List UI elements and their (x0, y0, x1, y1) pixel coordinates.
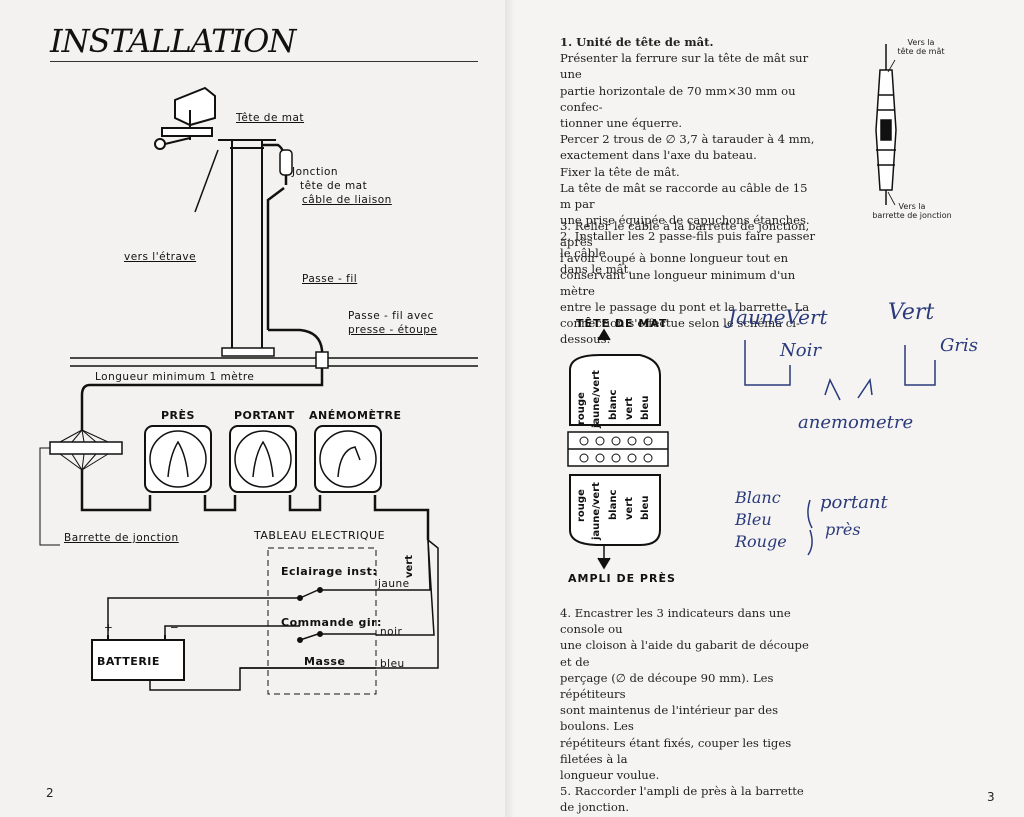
label-commande: Commande gir: (281, 616, 382, 629)
step4-block: 4. Encastrer les 3 indicateurs dans une … (560, 605, 820, 816)
label-eclairage: Eclairage inst: (281, 565, 378, 578)
label-passe-fil-avec-1: Passe - fil avec (348, 310, 434, 322)
step3-block: 3. Relier le câble à la barrette de jonc… (560, 218, 820, 348)
step1-line: La tête de mât se raccorde au câble de 1… (560, 180, 808, 212)
step3-line: l'avoir coupé à bonne longueur tout en (560, 251, 789, 266)
step1-block: 1. Unité de tête de mât. Présenter la fe… (560, 34, 820, 277)
label-plus: + (104, 622, 114, 634)
label-passe-fil-avec-2: presse - étoupe (348, 324, 438, 336)
hand-gris: Gris (940, 335, 978, 356)
step2-line: 2. Installer les 2 passe-fils puis faire… (560, 229, 816, 260)
connector-top-title: TÊTE DE MAT (576, 317, 668, 330)
page-number-right: 3 (987, 790, 995, 804)
hand-bleu: Bleu (735, 510, 772, 529)
label-pres: PRÈS (161, 409, 195, 422)
step3-line: 3. Relier le câble à la barrette de jonc… (560, 219, 810, 250)
step4-line: répétiteurs étant fixés, couper les tige… (560, 735, 792, 766)
step5-line: 5. Raccorder l'ampli de près à la barret… (560, 784, 804, 799)
hand-anemometre: anemometre (798, 412, 914, 433)
step3-line: conservant une longueur minimum d'un mèt… (560, 267, 796, 298)
step1-line: Présenter la ferrure sur la tête de mât … (560, 51, 809, 82)
step4-line: sont maintenus de l'intérieur par des bo… (560, 703, 779, 734)
page-number-left: 2 (46, 786, 54, 800)
anemometre-gauge (314, 425, 382, 493)
hand-pres: près (825, 520, 861, 539)
step1-line: partie horizontale de 70 mm×30 mm ou con… (560, 83, 796, 114)
hand-blanc: Blanc (735, 488, 781, 507)
step1-title: 1. Unité de tête de mât. (560, 35, 714, 49)
label-barrette: Barrette de jonction (64, 532, 179, 544)
step4-line: longueur voulue. (560, 768, 660, 783)
label-bleu: bleu (380, 658, 405, 670)
hand-vert: Vert (888, 300, 935, 325)
label-jaune: jaune (378, 578, 410, 590)
step1-line: Fixer la tête de mât. (560, 164, 680, 179)
label-tableau: TABLEAU ELECTRIQUE (254, 529, 386, 542)
pres-gauge (144, 425, 212, 493)
left-page (0, 0, 510, 817)
cable-bottom-label: Vers la barrette de jonction (872, 202, 952, 220)
step2-line: dans le mât. (560, 261, 632, 276)
step1-line: une prise équipée de capuchons étanches. (560, 213, 810, 228)
label-jonction-3: câble de liaison (302, 194, 392, 206)
step1-line: tionner une équerre. (560, 116, 683, 131)
hand-noir: Noir (780, 340, 821, 361)
cable-top-label: Vers la tête de mât (897, 38, 945, 56)
label-tete-de-mat: Tête de mat (236, 112, 305, 124)
label-anemometre: ANÉMOMÈTRE (309, 409, 402, 422)
title-rule (50, 61, 478, 62)
step3-line: connection s'effectue selon le schéma ci… (560, 316, 800, 347)
label-jonction-2: tête de mat (300, 180, 368, 192)
label-vers-etrave: vers l'étrave (124, 251, 197, 263)
hand-rouge: Rouge (735, 532, 787, 551)
step1-line: exactement dans l'axe du bateau. (560, 148, 757, 163)
masthead-bracket (161, 127, 213, 137)
connector-bottom-title: AMPLI DE PRÈS (568, 572, 676, 585)
hand-jaune-vert: JauneVert (728, 305, 828, 329)
label-longueur: Longueur minimum 1 mètre (95, 371, 255, 383)
label-masse: Masse (304, 655, 346, 668)
portant-gauge (229, 425, 297, 493)
step4-line: 4. Encastrer les 3 indicateurs dans une … (560, 606, 791, 637)
page-gutter (505, 0, 515, 817)
label-batterie: BATTERIE (97, 655, 160, 668)
step5-line: de jonction. (560, 800, 630, 815)
label-minus: − (170, 622, 180, 634)
label-noir: noir (380, 626, 403, 638)
step4-line: perçage (∅ de découpe 90 mm). Les répéti… (560, 670, 774, 702)
hand-portant: portant (820, 492, 888, 513)
step3-line: entre le passage du pont et la barrette.… (560, 300, 810, 315)
step4-line: une cloison à l'aide du gabarit de décou… (560, 638, 809, 669)
step1-line: Percer 2 trous de ∅ 3,7 à tarauder à 4 m… (560, 132, 815, 147)
label-portant: PORTANT (234, 409, 295, 422)
label-jonction-1: Jonction (292, 166, 339, 178)
label-passe-fil: Passe - fil (302, 273, 358, 285)
junction-plug (279, 149, 293, 176)
electrical-panel (267, 547, 377, 695)
page-title: INSTALLATION (50, 22, 296, 60)
wind-vane-icon (174, 86, 216, 127)
battery (91, 639, 185, 681)
